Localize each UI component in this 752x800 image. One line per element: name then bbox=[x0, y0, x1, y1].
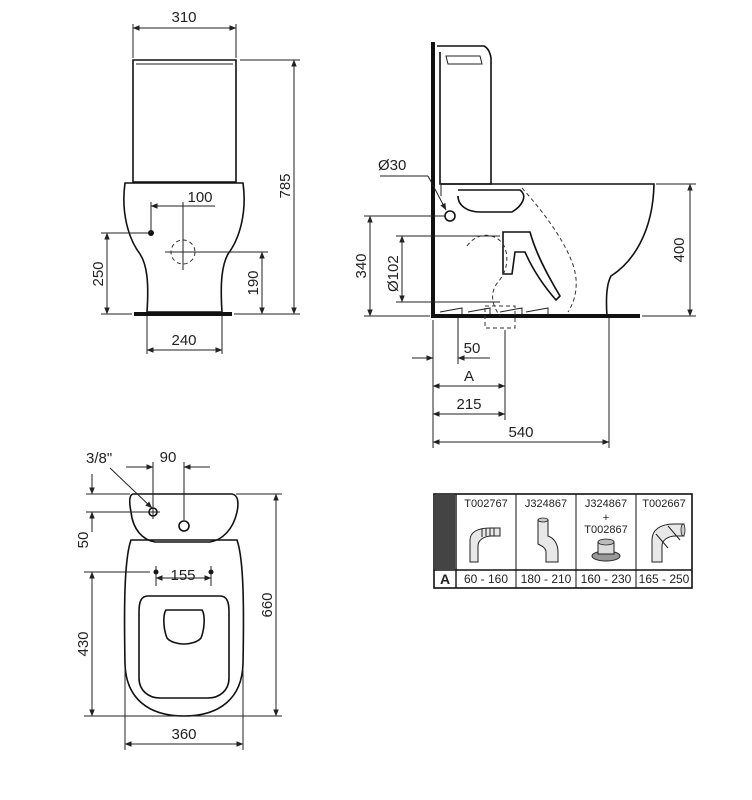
dim-190: 190 bbox=[245, 270, 262, 295]
dim-430: 430 bbox=[75, 631, 92, 656]
table-code-3: J324867 bbox=[585, 498, 627, 510]
dim-dia-102: Ø102 bbox=[385, 255, 402, 292]
table-code-2: J324867 bbox=[525, 498, 567, 510]
top-view: 3/8" 90 50 155 430 660 360 bbox=[75, 449, 282, 750]
top-bowl-water bbox=[163, 609, 205, 645]
side-cistern-outline bbox=[437, 45, 492, 185]
side-outlet-box bbox=[484, 305, 516, 329]
table-row-label: A bbox=[440, 571, 450, 587]
table-code-1: T002767 bbox=[464, 498, 507, 510]
top-seat-outline bbox=[123, 539, 245, 717]
side-view: Ø30 340 Ø102 400 50 A 215 bbox=[353, 42, 696, 448]
dim-400: 400 bbox=[671, 237, 688, 262]
pan-connector-elbow-icon bbox=[469, 527, 501, 563]
table-range-3: 160 - 230 bbox=[581, 572, 632, 586]
dim-540: 540 bbox=[508, 424, 533, 441]
front-pan-outline bbox=[123, 182, 245, 313]
front-view: 310 785 100 250 190 240 bbox=[90, 9, 300, 354]
dim-155: 155 bbox=[170, 567, 195, 584]
dim-100: 100 bbox=[187, 189, 212, 206]
table-code-3b: T002867 bbox=[584, 524, 627, 536]
table-frame bbox=[433, 493, 693, 589]
table-code-3-plus: + bbox=[603, 512, 609, 524]
table-row-header-fill bbox=[435, 495, 455, 570]
dim-dia-30: Ø30 bbox=[378, 157, 406, 174]
dim-660: 660 bbox=[259, 592, 276, 617]
front-cistern-outline bbox=[132, 59, 237, 183]
dim-360: 360 bbox=[171, 726, 196, 743]
connector-table: A T002767 J324867 J324867 + T002867 T002… bbox=[433, 493, 693, 589]
dim-top-50: 50 bbox=[75, 532, 92, 549]
table-range-4: 165 - 250 bbox=[639, 572, 690, 586]
pan-connector-offset-icon bbox=[537, 517, 559, 563]
dim-side-50: 50 bbox=[464, 340, 481, 357]
pan-connector-ring-icon bbox=[591, 538, 621, 562]
side-pan-outline bbox=[441, 183, 655, 317]
dim-a: A bbox=[464, 368, 474, 385]
top-seat-opening bbox=[138, 595, 230, 699]
table-range-2: 180 - 210 bbox=[521, 572, 572, 586]
dim-310: 310 bbox=[171, 9, 196, 26]
dim-785: 785 bbox=[277, 173, 294, 198]
pan-connector-flexible-icon bbox=[651, 523, 686, 563]
dim-250: 250 bbox=[90, 261, 107, 286]
top-cistern-outline bbox=[128, 493, 239, 543]
top-flush-hole bbox=[178, 520, 190, 532]
dim-thread: 3/8" bbox=[86, 450, 112, 467]
dim-90: 90 bbox=[160, 449, 177, 466]
dim-340: 340 bbox=[353, 253, 370, 278]
dim-215: 215 bbox=[456, 396, 481, 413]
table-range-1: 60 - 160 bbox=[464, 572, 508, 586]
table-code-4: T002667 bbox=[642, 498, 685, 510]
dim-240: 240 bbox=[171, 332, 196, 349]
side-inlet-circle bbox=[444, 210, 456, 222]
